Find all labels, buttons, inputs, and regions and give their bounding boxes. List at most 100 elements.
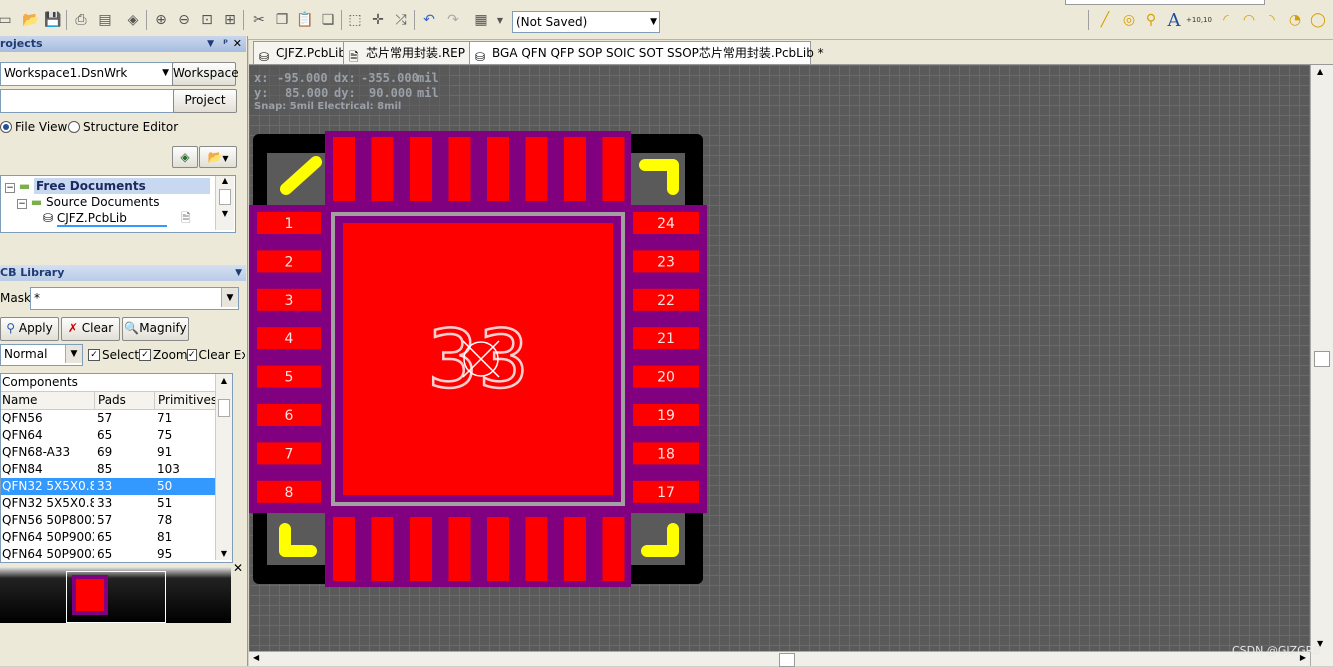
save-icon[interactable]: 💾 — [44, 12, 62, 28]
scroll-thumb[interactable] — [779, 653, 795, 667]
cross-icon[interactable]: ⤮ — [395, 12, 407, 28]
print-icon[interactable]: ⎙ — [75, 12, 87, 28]
clear-existing-checkbox[interactable]: ✓Clear Exi — [187, 348, 245, 362]
pad-top[interactable] — [448, 137, 471, 201]
table-row[interactable]: QFN64 50P900X906595 — [1, 546, 215, 562]
pad-right[interactable] — [633, 288, 699, 311]
arc4-icon[interactable]: ◔ — [1288, 12, 1302, 28]
arc-icon[interactable]: ◜ — [1223, 12, 1229, 28]
pad-top[interactable] — [564, 137, 586, 201]
select-checkbox[interactable]: ✓Select — [88, 348, 139, 362]
origin-marker-icon[interactable] — [463, 341, 499, 377]
scroll-up-icon[interactable]: ▲ — [1317, 67, 1324, 76]
pad-top[interactable] — [410, 137, 432, 201]
pad-icon[interactable]: ◎ — [1122, 12, 1136, 28]
corner-marker-bottom-right[interactable] — [641, 523, 679, 557]
workspace-button[interactable]: Workspace — [172, 62, 239, 86]
tree-item-cjfz-pcblib[interactable]: ⛁ CJFZ.PcbLib 🗎 — [43, 210, 215, 227]
pad-bottom[interactable] — [525, 517, 548, 581]
pad-top[interactable] — [525, 137, 548, 201]
component-preview[interactable] — [0, 567, 231, 623]
structure-editor-radio[interactable]: Structure Editor — [68, 120, 178, 134]
pad-right[interactable] — [633, 212, 699, 234]
arc3-icon[interactable]: ◝ — [1269, 12, 1275, 28]
zoom-out-icon[interactable]: ⊖ — [178, 12, 190, 28]
pad-bottom[interactable] — [564, 517, 586, 581]
open-icon[interactable]: 📂 — [22, 12, 40, 28]
document-state-select[interactable]: (Not Saved) ▼ — [512, 11, 660, 33]
pad-bottom[interactable] — [410, 517, 432, 581]
corner-marker-bottom-left[interactable] — [279, 523, 317, 557]
column-header-name[interactable]: Name — [2, 393, 38, 407]
project-select[interactable] — [0, 89, 175, 113]
copy-icon[interactable]: ❐ — [275, 12, 289, 28]
pad-left[interactable] — [257, 212, 321, 234]
table-row[interactable]: QFN64 50P900X906581 — [1, 529, 215, 546]
canvas-horizontal-scrollbar[interactable]: ◀ ▶ — [249, 651, 1310, 667]
collapse-icon[interactable]: − — [17, 199, 27, 209]
pad-left[interactable] — [257, 365, 321, 388]
table-row[interactable]: QFN56 50P800X805778 — [1, 512, 215, 529]
pad-left[interactable] — [257, 288, 321, 311]
via-icon[interactable]: ⚲ — [1145, 12, 1157, 28]
scroll-up-icon[interactable]: ▲ — [220, 376, 228, 385]
components-scrollbar[interactable]: ▲ ▼ — [215, 374, 232, 560]
tab-rep[interactable]: 🗎芯片常用封装.REP — [343, 41, 489, 64]
column-header-pads[interactable]: Pads — [94, 392, 126, 409]
file-view-radio[interactable]: File View — [0, 120, 67, 134]
zoom-fit-icon[interactable]: ⊡ — [201, 12, 213, 28]
move-icon[interactable]: ✛ — [372, 12, 384, 28]
pin-icon[interactable]: ᵖ — [223, 38, 228, 49]
3d-layer-icon[interactable]: ◈ — [127, 12, 139, 28]
apply-button[interactable]: ⚲ Apply — [0, 317, 59, 341]
corner-marker-top-right[interactable] — [639, 159, 679, 195]
clone-icon[interactable]: ❏ — [321, 12, 335, 28]
pad-top[interactable] — [333, 137, 355, 201]
pad-bottom[interactable] — [448, 517, 471, 581]
scroll-thumb[interactable] — [219, 189, 231, 205]
chevron-down-icon[interactable]: ▼ — [496, 15, 504, 25]
tree-scrollbar[interactable]: ▲ ▼ — [215, 176, 234, 230]
pin1-marker[interactable] — [280, 156, 322, 195]
zoom-checkbox[interactable]: ✓Zoom — [139, 348, 188, 362]
pad-top[interactable] — [602, 137, 625, 201]
workspace-select[interactable]: Workspace1.DsnWrk ▼ — [0, 62, 173, 86]
pad-right[interactable] — [633, 480, 699, 503]
pad-left[interactable] — [257, 480, 321, 503]
pad-left[interactable] — [257, 404, 321, 426]
column-header-primitives[interactable]: Primitives — [154, 392, 217, 409]
arc2-icon[interactable]: ◠ — [1242, 12, 1256, 28]
chevron-down-icon[interactable]: ▼ — [235, 268, 242, 278]
tree-item-free-documents[interactable]: − ▬ Free Documents — [5, 178, 215, 194]
scroll-left-icon[interactable]: ◀ — [253, 653, 260, 662]
pad-left[interactable] — [257, 442, 321, 465]
pad-top[interactable] — [487, 137, 509, 201]
scroll-thumb[interactable] — [1314, 351, 1330, 367]
close-icon[interactable]: ✕ — [233, 561, 244, 575]
tree-item-source-documents[interactable]: − ▬ Source Documents — [17, 194, 159, 210]
pad-right[interactable] — [633, 442, 699, 465]
line-icon[interactable]: ╱ — [1100, 12, 1110, 28]
fill-icon[interactable]: ◯ — [1310, 12, 1326, 28]
center-pad[interactable] — [343, 223, 613, 495]
pad-bottom[interactable] — [371, 517, 394, 581]
redo-icon[interactable]: ↷ — [447, 12, 459, 28]
pad-bottom[interactable] — [602, 517, 625, 581]
clear-button[interactable]: ✗ Clear — [61, 317, 120, 341]
pad-left[interactable] — [257, 250, 321, 273]
select-rect-icon[interactable]: ⬚ — [348, 12, 362, 28]
tab-cjfz-pcblib[interactable]: ⛁CJFZ.PcbLib — [253, 41, 363, 64]
pad-bottom[interactable] — [487, 517, 509, 581]
mask-input[interactable]: * ▼ — [30, 287, 239, 310]
chevron-down-icon[interactable]: ▼ — [221, 288, 238, 307]
project-button[interactable]: Project — [173, 89, 237, 113]
magnify-button[interactable]: 🔍Magnify — [122, 317, 189, 341]
coordinate-icon[interactable]: +10,10 — [1186, 11, 1212, 29]
paste-icon[interactable]: 📋 — [296, 12, 314, 28]
new-file-icon[interactable]: ▭ — [0, 12, 12, 28]
